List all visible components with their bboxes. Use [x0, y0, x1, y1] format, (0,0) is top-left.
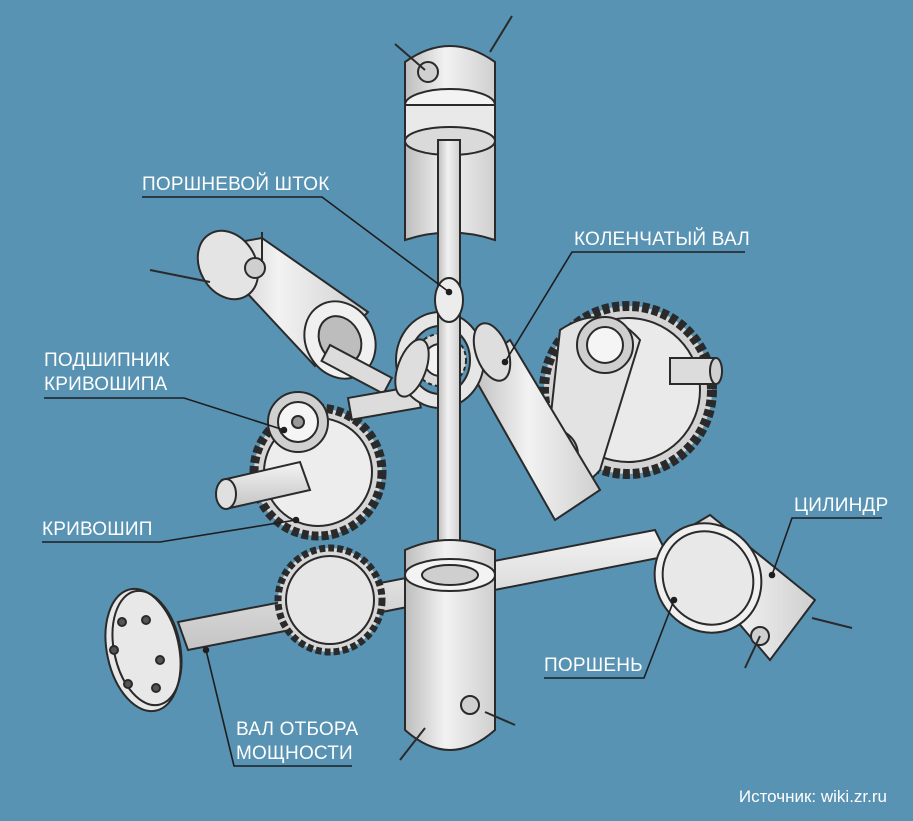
label-crank-bearing-line2: КРИВОШИПА	[44, 374, 168, 395]
upper-left-cylinder	[149, 229, 394, 396]
source-credit: Источник: wiki.zr.ru	[738, 787, 887, 806]
leader-crank	[42, 519, 297, 543]
label-piston-rod: ПОРШНЕВОЙ ШТОК	[142, 174, 330, 195]
leader-lines	[42, 196, 882, 767]
piston-rod	[434, 139, 464, 601]
label-crank: КРИВОШИП	[42, 519, 153, 540]
leader-crankshaft	[504, 251, 745, 363]
leader-crank-bearing	[44, 397, 285, 431]
right-cylinder	[653, 513, 853, 669]
lower-gear	[274, 544, 386, 656]
leader-pto-shaft	[205, 649, 352, 767]
pto-shaft	[104, 528, 670, 713]
leader-piston	[544, 599, 675, 679]
label-crank-bearing-line1: ПОДШИПНИК	[44, 350, 170, 371]
label-pto-shaft-line2: МОЩНОСТИ	[236, 743, 353, 764]
top-cylinder	[394, 15, 513, 242]
leader-piston-rod	[142, 196, 450, 293]
leader-cylinder	[771, 517, 882, 576]
bottom-cylinder	[399, 539, 516, 761]
label-pto-shaft-line1: ВАЛ ОТБОРА	[236, 719, 359, 740]
left-crank-gear	[215, 384, 422, 541]
label-crankshaft: КОЛЕНЧАТЫЙ ВАЛ	[574, 229, 750, 250]
label-piston: ПОРШЕНЬ	[544, 655, 643, 676]
label-cylinder: ЦИЛИНДР	[794, 495, 889, 516]
